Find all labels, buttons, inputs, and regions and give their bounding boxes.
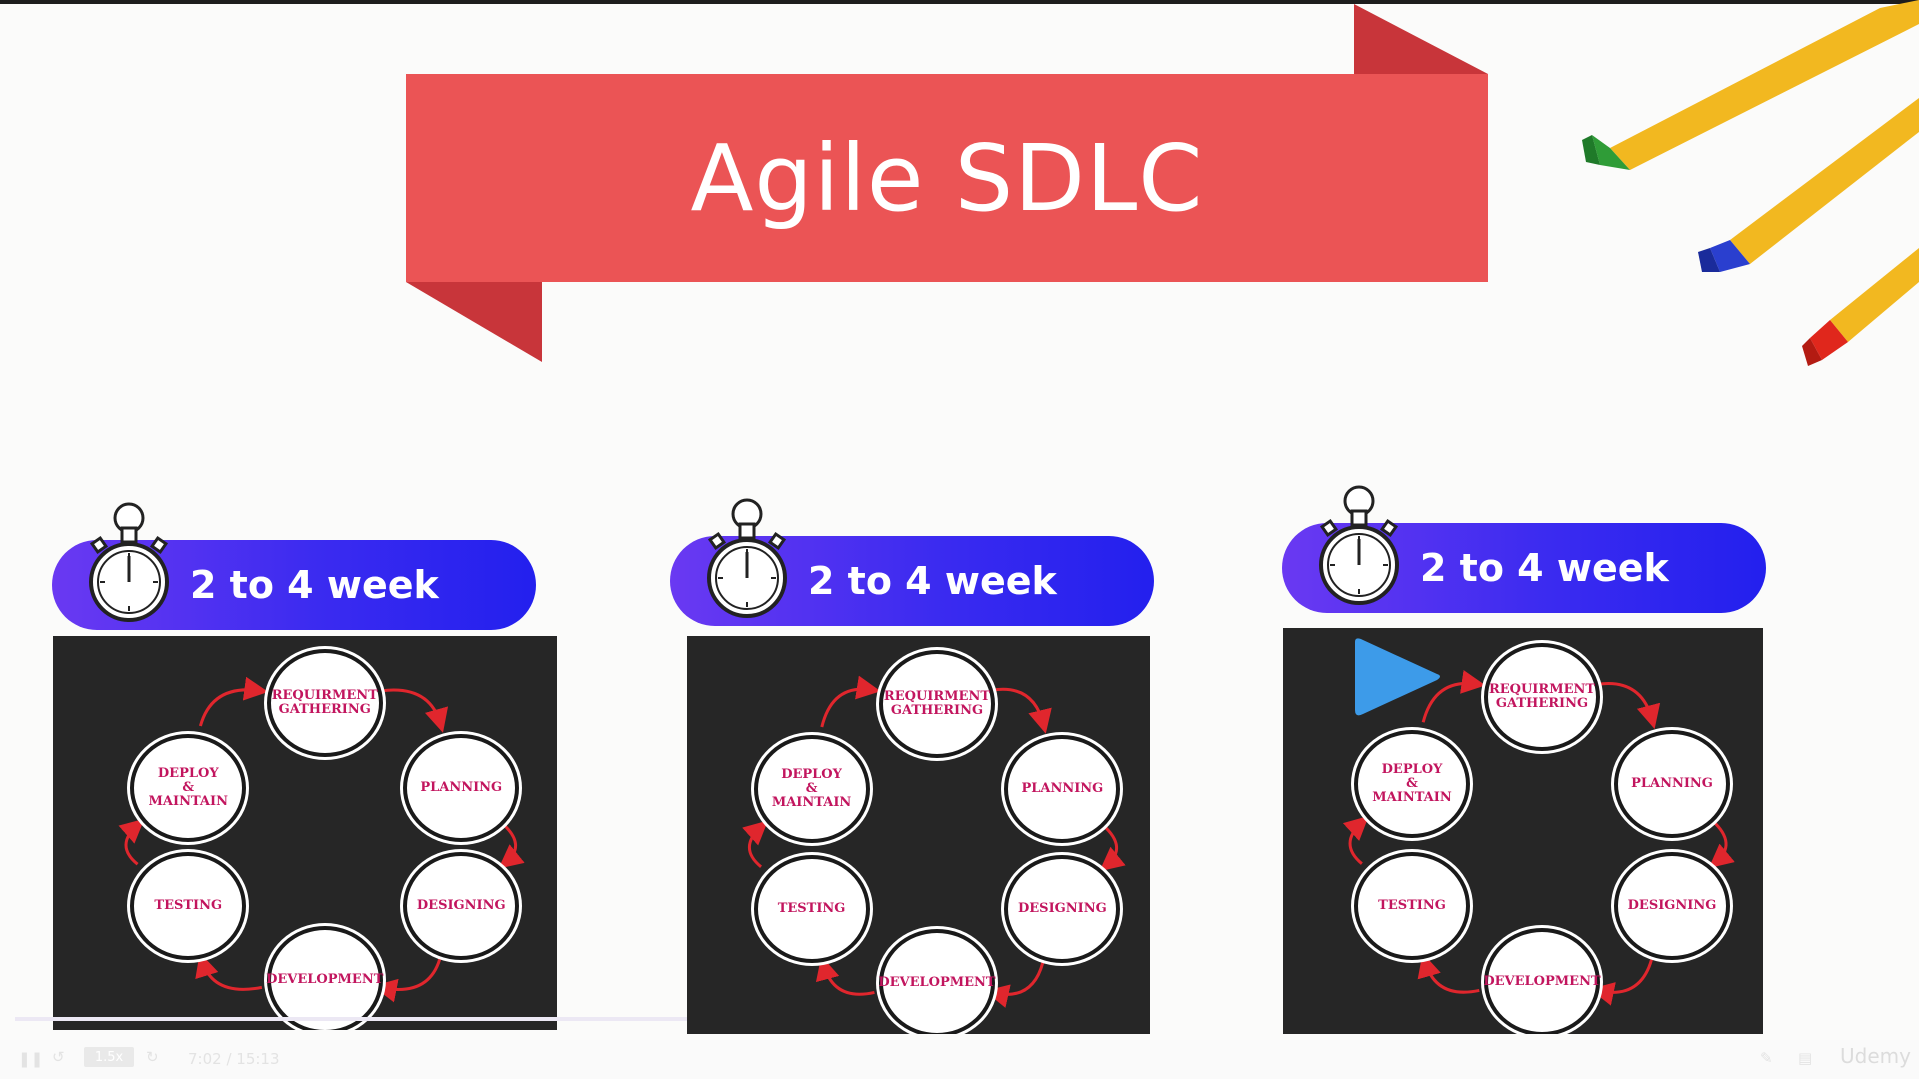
sprint-duration-label: 2 to 4 week <box>1420 546 1669 590</box>
cycle-arrow <box>1597 682 1661 729</box>
stage-node-requirement: REQUIRMENT GATHERING <box>1484 642 1600 751</box>
stage-node-deploy: DEPLOY & MAINTAIN <box>130 733 247 842</box>
cycle-arrow <box>1421 670 1486 723</box>
transcript-icon[interactable]: ▤ <box>1798 1049 1813 1067</box>
stage-node-development: DEVELOPMENT <box>878 929 996 1034</box>
cycle-arrow <box>991 687 1052 734</box>
stage-node-planning: PLANNING <box>403 733 520 842</box>
cycle-arrows <box>118 676 525 1003</box>
sprint-duration-label: 2 to 4 week <box>808 559 1057 603</box>
cycle-arrow <box>742 820 769 868</box>
blue-marker <box>1698 98 1919 272</box>
stage-node-planning: PLANNING <box>1614 730 1730 839</box>
stopwatch-icon <box>86 500 172 628</box>
video-progress-bar[interactable] <box>15 1017 687 1021</box>
cycle-arrow <box>498 822 525 869</box>
top-edge-bar <box>0 0 1919 4</box>
forward-icon[interactable]: ↻ <box>146 1048 159 1066</box>
stage-node-development: DEVELOPMENT <box>266 925 383 1030</box>
red-marker <box>1802 248 1919 366</box>
cycle-arrow <box>379 688 449 733</box>
cycle-arrow <box>820 675 881 728</box>
title-ribbon <box>406 4 1488 362</box>
playback-time: 7:02 / 15:13 <box>188 1050 280 1068</box>
ribbon-body <box>406 74 1488 282</box>
ribbon-bottom-fold <box>406 282 542 362</box>
cycle-arrows <box>742 675 1126 1008</box>
sprint-duration-label: 2 to 4 week <box>190 563 439 607</box>
playback-speed-button[interactable]: 1.5x <box>84 1047 134 1067</box>
cycle-arrow <box>984 962 1045 1008</box>
stage-node-designing: DESIGNING <box>1004 854 1121 963</box>
cycle-arrow <box>198 676 269 727</box>
cycle-arrow <box>815 955 875 996</box>
video-controls-bar: ❚❚ ↺ ↻ 7:02 / 15:13 ✎ ▤ <box>0 1040 1919 1079</box>
green-marker <box>1582 0 1919 170</box>
cycle-arrow <box>1589 959 1653 1006</box>
cycle-arrow <box>195 952 263 991</box>
cycle-arrows <box>1342 670 1735 1006</box>
stage-node-designing: DESIGNING <box>403 851 520 960</box>
udemy-logo: Udemy <box>1840 1044 1911 1068</box>
stage-node-testing: TESTING <box>753 854 870 963</box>
stage-node-designing: DESIGNING <box>1614 852 1730 961</box>
cycle-arrow <box>1708 819 1735 869</box>
stage-node-development: DEVELOPMENT <box>1483 928 1601 1034</box>
cycle-arrow <box>372 958 442 1003</box>
stage-node-requirement: REQUIRMENT GATHERING <box>878 649 995 758</box>
stage-node-deploy: DEPLOY & MAINTAIN <box>753 735 870 844</box>
notes-icon[interactable]: ✎ <box>1760 1049 1773 1067</box>
ribbon-top-fold <box>1354 4 1488 74</box>
cycle-arrow <box>118 818 145 866</box>
stopwatch-icon <box>704 496 790 624</box>
stage-node-testing: TESTING <box>1354 852 1470 961</box>
cycle-arrow <box>1417 953 1480 994</box>
markers-illustration <box>1582 0 1919 366</box>
rewind-icon[interactable]: ↺ <box>52 1048 65 1066</box>
slide-title: Agile SDLC <box>690 124 1204 232</box>
pause-icon[interactable]: ❚❚ <box>18 1050 44 1068</box>
stage-node-deploy: DEPLOY & MAINTAIN <box>1354 730 1470 839</box>
stage-node-planning: PLANNING <box>1004 735 1121 844</box>
cycle-arrow <box>1099 824 1126 872</box>
stage-node-testing: TESTING <box>130 851 247 960</box>
stage-node-requirement: REQUIRMENT GATHERING <box>266 649 383 758</box>
cycle-arrow <box>1342 815 1369 865</box>
stopwatch-icon <box>1316 483 1402 611</box>
